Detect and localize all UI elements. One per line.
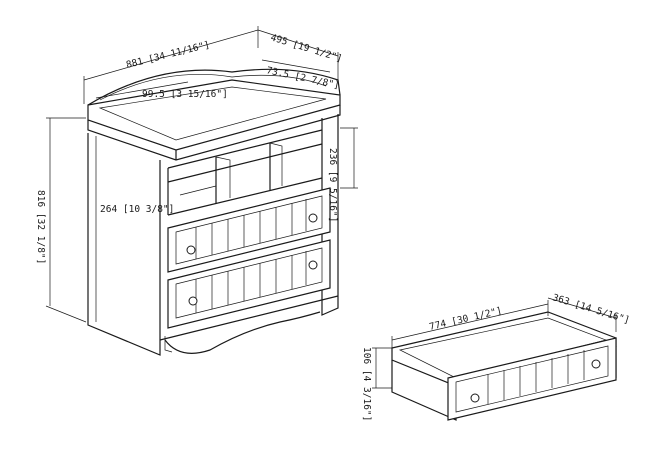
overall-depth-label: 495 [19 1/2"]: [269, 32, 343, 64]
knob-icon: [470, 393, 480, 403]
overall-width-label: 881 [34 11/16"]: [125, 39, 211, 70]
drawer-dimension-lines: [372, 297, 617, 389]
loose-drawer: [391, 311, 617, 421]
knob-icon: [591, 359, 601, 369]
knob-icon: [186, 245, 196, 255]
cubby-height-label: 236 [9 5/16"]: [327, 148, 338, 222]
knob-icon: [188, 296, 198, 306]
knob-icon: [308, 260, 318, 270]
dimension-lines: [45, 26, 358, 323]
knob-icon: [308, 213, 318, 223]
drawer-1-planks: [195, 199, 307, 259]
loose-drawer-planks: [487, 350, 585, 404]
drawer-height-label: 106 [4 3/16"]: [361, 347, 372, 421]
drawer-2-planks: [195, 251, 307, 313]
tray-height-label: 264 [10 3/8"]: [100, 204, 174, 215]
top-front-height-label: 99.5 [3 15/16"]: [142, 89, 228, 100]
overall-height-label: 816 [32 1/8"]: [35, 190, 46, 264]
changing-table: [87, 68, 341, 356]
